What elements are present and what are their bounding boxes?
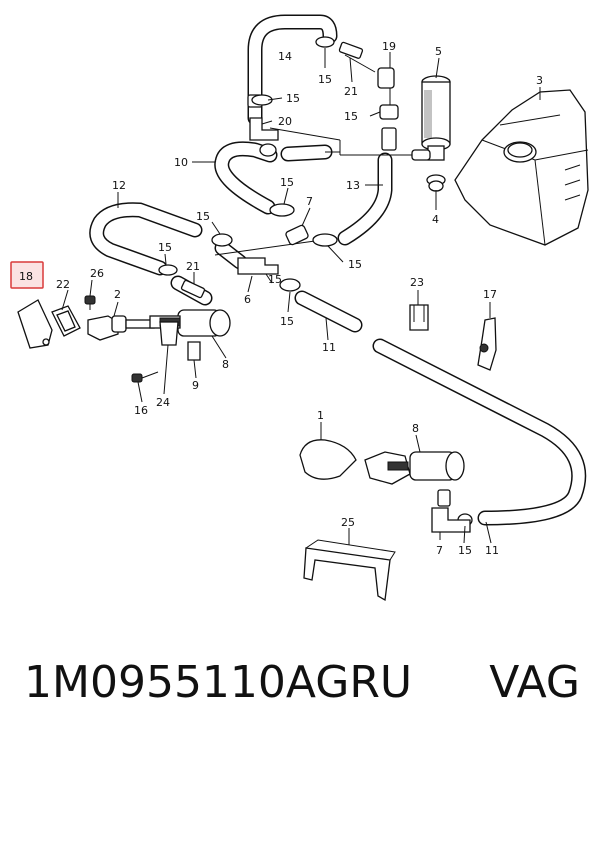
callout-4: 4 [432, 213, 439, 226]
callout-15a: 15 [318, 73, 332, 86]
callout-25: 25 [341, 516, 355, 529]
callout-8b: 8 [412, 422, 419, 435]
callout-15h: 15 [348, 258, 362, 271]
callout-labels: 1 2 3 4 5 6 7 7 8 8 9 10 11 11 12 13 14 … [10, 40, 543, 557]
callout-15e: 15 [196, 210, 210, 223]
callout-15c: 15 [344, 110, 358, 123]
callout-17: 17 [483, 288, 497, 301]
washer-pump [411, 75, 451, 161]
washer-tank [454, 89, 589, 246]
part-number: 1M0955110AGRU [24, 657, 413, 708]
callout-2: 2 [114, 288, 121, 301]
bracket-9 [187, 341, 201, 361]
grommet [426, 174, 446, 192]
parts-diagram: 1 2 3 4 5 6 7 7 8 8 9 10 11 11 12 13 14 … [10, 14, 589, 602]
callout-6: 6 [244, 293, 251, 306]
callout-11a: 11 [322, 341, 336, 354]
callout-5: 5 [435, 45, 442, 58]
callout-18: 18 [19, 270, 33, 283]
callout-16: 16 [134, 404, 148, 417]
callout-11b: 11 [485, 544, 499, 557]
callout-3: 3 [536, 74, 543, 87]
callout-26: 26 [90, 267, 104, 280]
cylinder-8-bottom [364, 451, 465, 485]
callout-10: 10 [174, 156, 188, 169]
callout-9: 9 [192, 379, 199, 392]
cover-25 [303, 539, 396, 602]
callout-15b: 15 [286, 92, 300, 105]
bracket-24 [159, 321, 179, 346]
callout-18-highlight [10, 261, 44, 289]
callout-12: 12 [112, 179, 126, 192]
callout-15d: 15 [280, 176, 294, 189]
nozzle-cap-18 [17, 299, 53, 349]
callout-1: 1 [317, 409, 324, 422]
nozzle-cap-1 [299, 439, 357, 480]
callout-24: 24 [156, 396, 170, 409]
clip-23 [409, 304, 429, 331]
callout-22: 22 [56, 278, 70, 291]
callout-15i: 15 [280, 315, 294, 328]
pipe-lines [214, 54, 412, 256]
leader-lines [61, 48, 541, 545]
callout-7a: 7 [306, 195, 313, 208]
callout-23: 23 [410, 276, 424, 289]
callout-15j: 15 [458, 544, 472, 557]
callout-20: 20 [278, 115, 292, 128]
callout-15g: 15 [268, 273, 282, 286]
callout-19: 19 [382, 40, 396, 53]
callout-15f: 15 [158, 241, 172, 254]
brand-name: VAG [489, 657, 580, 708]
callout-7b: 7 [436, 544, 443, 557]
gasket-22 [51, 305, 81, 337]
callout-21b: 21 [186, 260, 200, 273]
clip-17 [477, 317, 497, 371]
caption-bar: 1M0955110AGRU VAG [10, 648, 590, 718]
nozzle-2 [87, 315, 155, 341]
callout-14: 14 [278, 50, 292, 63]
screw-26 [84, 295, 96, 310]
callout-21a: 21 [344, 85, 358, 98]
callout-13: 13 [346, 179, 360, 192]
callout-8a: 8 [222, 358, 229, 371]
connectors [158, 36, 473, 533]
screw-16 [131, 371, 159, 383]
